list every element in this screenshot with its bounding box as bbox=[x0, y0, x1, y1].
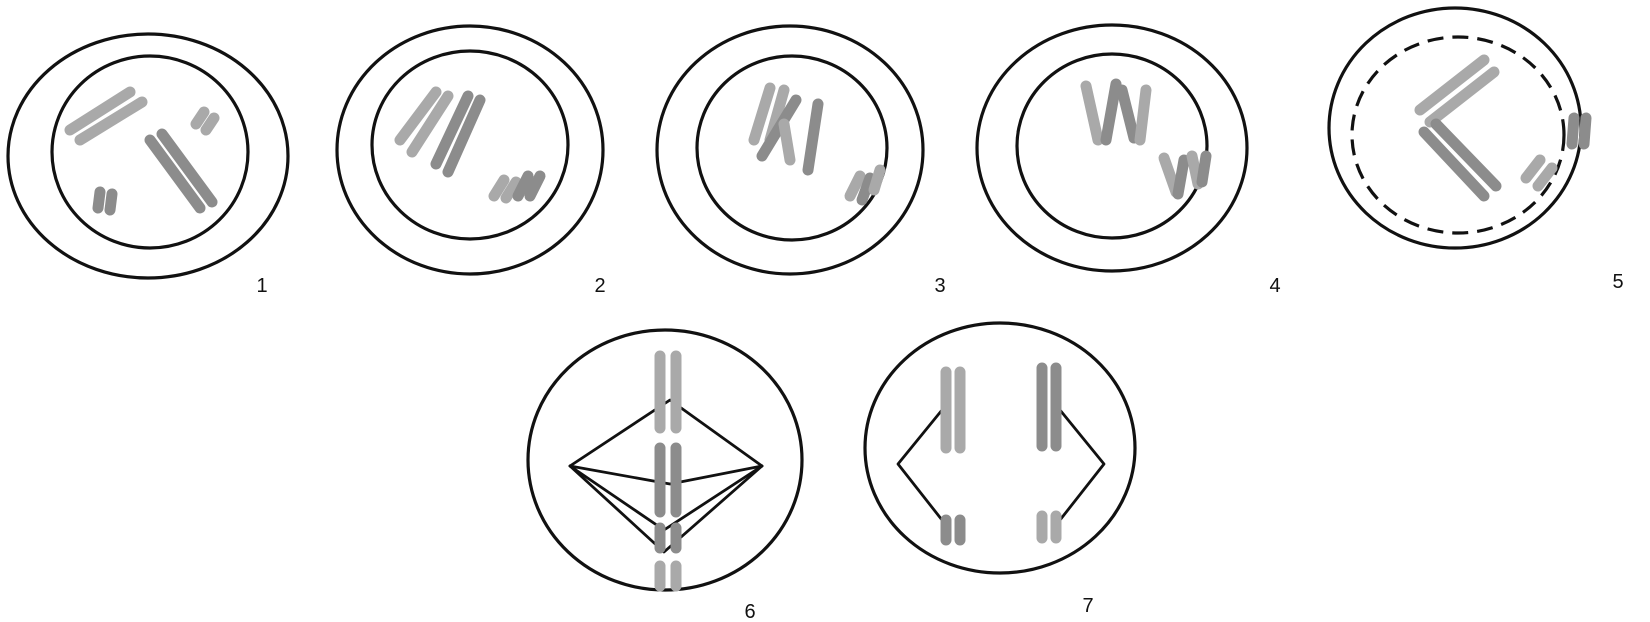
chromosome bbox=[1584, 118, 1586, 144]
spindle-fiber bbox=[570, 466, 762, 530]
stage-label-7: 7 bbox=[1082, 595, 1093, 617]
cell-1: 1 bbox=[8, 34, 288, 297]
cell-3-chromosomes bbox=[754, 88, 880, 200]
cell-3: 3 bbox=[657, 26, 946, 297]
chromosome bbox=[1202, 156, 1206, 182]
stage-label-3: 3 bbox=[934, 275, 945, 297]
spindle-fiber bbox=[570, 400, 762, 466]
chromosome bbox=[1140, 90, 1146, 140]
chromosome bbox=[1122, 90, 1134, 138]
stage-label-6: 6 bbox=[744, 601, 755, 622]
cell-7-spindle-fibers bbox=[898, 410, 1104, 520]
stage-label-5: 5 bbox=[1612, 271, 1623, 293]
chromosome bbox=[784, 124, 790, 160]
spindle-fiber bbox=[570, 466, 762, 484]
spindle-fiber bbox=[898, 410, 942, 520]
chromosome bbox=[1106, 84, 1116, 140]
cell-2-chromosomes bbox=[400, 92, 540, 198]
chromosome bbox=[808, 104, 818, 170]
spindle-fiber bbox=[570, 466, 762, 552]
chromosome bbox=[1572, 118, 1574, 144]
cell-5-nucleus-breaking-down bbox=[1352, 37, 1564, 233]
chromosome bbox=[206, 118, 214, 130]
chromosome bbox=[110, 194, 112, 210]
chromosome bbox=[1526, 160, 1540, 178]
cell-5-chromosomes bbox=[1420, 60, 1586, 196]
cell-7: 7 bbox=[865, 323, 1135, 617]
cell-4: 4 bbox=[977, 25, 1281, 297]
stage-label-1: 1 bbox=[256, 275, 267, 297]
chromosome bbox=[1178, 160, 1184, 194]
stage-label-4: 4 bbox=[1269, 275, 1280, 297]
chromosome bbox=[850, 176, 860, 196]
cell-1-membrane bbox=[8, 34, 288, 278]
stage-label-2: 2 bbox=[594, 275, 605, 297]
cell-6-chromosomes bbox=[660, 356, 676, 586]
cell-1-chromosomes bbox=[70, 92, 214, 210]
cell-4-chromosomes bbox=[1086, 84, 1206, 194]
chromosome bbox=[1086, 86, 1098, 140]
cell-1-nucleus bbox=[52, 56, 248, 248]
chromosome bbox=[196, 112, 204, 124]
cell-5-membrane bbox=[1329, 8, 1581, 248]
spindle-fiber bbox=[1060, 410, 1104, 520]
cell-7-membrane bbox=[865, 323, 1135, 573]
cell-6: 6 bbox=[528, 330, 802, 622]
cell-2-membrane bbox=[337, 26, 603, 274]
chromosome bbox=[874, 170, 880, 190]
chromosome bbox=[98, 192, 100, 208]
cell-5: 5 bbox=[1329, 8, 1624, 293]
cell-2: 2 bbox=[337, 26, 606, 297]
cell-6-spindle-fibers bbox=[570, 400, 762, 552]
cell-7-chromosomes bbox=[946, 368, 1056, 540]
